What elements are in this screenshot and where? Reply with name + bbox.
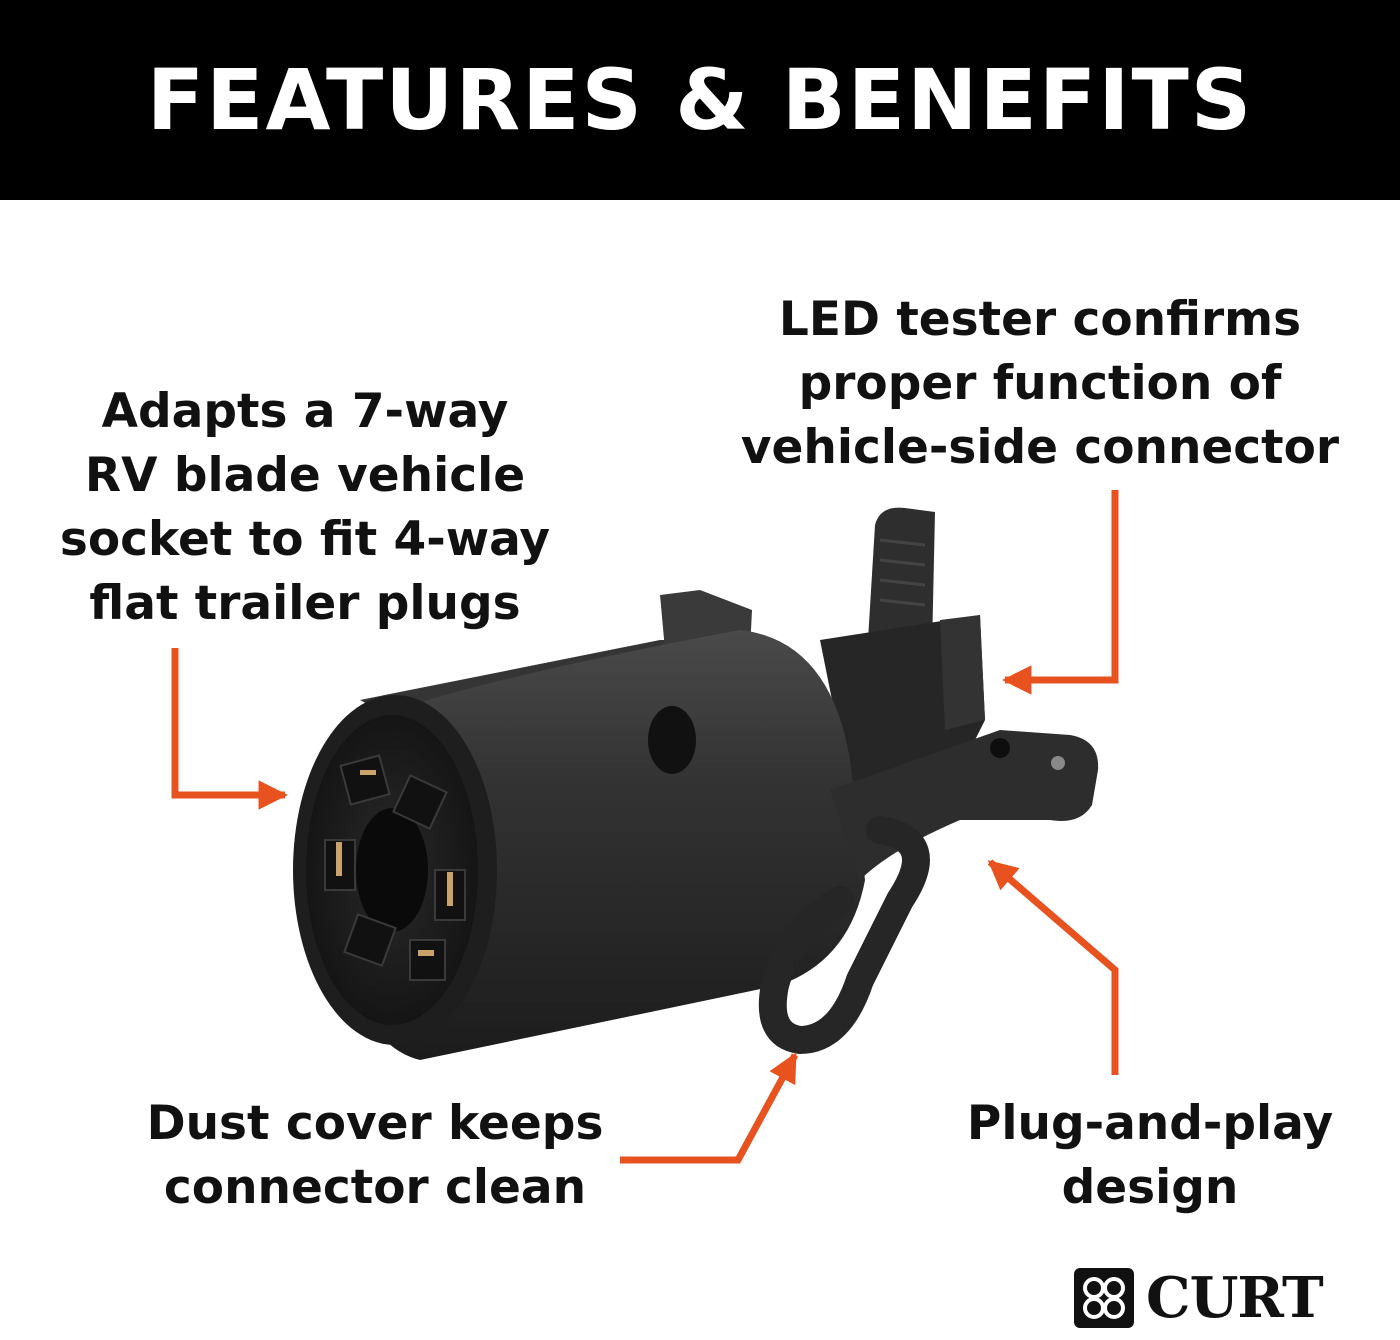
callout-led-line-1: LED tester confirms — [778, 292, 1302, 347]
brand-name: CURT — [1146, 1265, 1324, 1331]
callout-plug-line-1: Plug-and-play — [966, 1096, 1334, 1151]
callout-adapts-line-1: Adapts a 7-way — [101, 384, 509, 439]
callout-arrows — [171, 490, 1119, 1164]
connector-product — [293, 507, 1099, 1060]
callout-plug-and-play: Plug-and-play design — [930, 1092, 1370, 1220]
callout-adapts-line-4: flat trailer plugs — [89, 576, 521, 631]
callout-dust-cover: Dust cover keeps connector clean — [120, 1092, 630, 1220]
arrow-plug — [987, 859, 1119, 1075]
header-banner: FEATURES & BENEFITS — [0, 0, 1400, 200]
callout-dust-line-1: Dust cover keeps — [146, 1096, 604, 1151]
arrow-dust — [620, 1052, 799, 1164]
arrow-adapts — [171, 648, 288, 810]
callout-adapts-line-2: RV blade vehicle — [84, 448, 526, 503]
callout-led-tester: LED tester confirms proper function of v… — [730, 288, 1350, 480]
brand-logo: CURT — [1072, 1262, 1324, 1334]
callout-plug-line-2: design — [1061, 1160, 1239, 1215]
curt-logo-icon — [1074, 1268, 1134, 1328]
callout-led-line-2: proper function of — [798, 356, 1282, 411]
callout-adapts: Adapts a 7-way RV blade vehicle socket t… — [40, 380, 570, 636]
arrow-led — [1002, 490, 1119, 695]
callout-dust-line-2: connector clean — [163, 1160, 587, 1215]
callout-adapts-line-3: socket to fit 4-way — [59, 512, 551, 567]
callout-led-line-3: vehicle-side connector — [740, 420, 1340, 475]
page-title: FEATURES & BENEFITS — [146, 51, 1254, 149]
